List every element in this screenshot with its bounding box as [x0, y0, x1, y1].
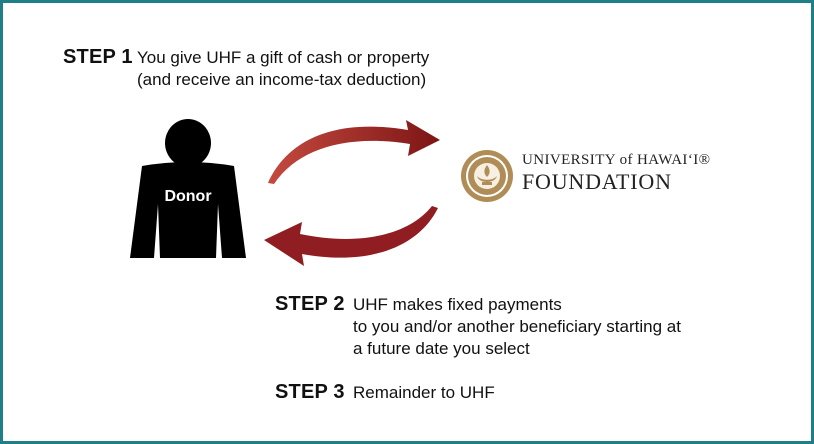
step-3-label: STEP 3	[275, 381, 345, 403]
step-2-text: UHF makes fixed payments to you and/or a…	[353, 294, 681, 360]
step-1-line-2: (and receive an income-tax deduction)	[137, 70, 427, 89]
cycle-arrows	[264, 120, 440, 266]
foundation-name-bottom: FOUNDATION	[522, 169, 672, 194]
university-seal-icon	[461, 150, 513, 202]
donor-label: Donor	[164, 188, 212, 205]
step-1-line-1: You give UHF a gift of cash or property	[137, 48, 430, 67]
step-2-label: STEP 2	[275, 293, 345, 315]
arrow-to-donor	[264, 206, 438, 266]
foundation-name-top: UNIVERSITY of HAWAI‘I®	[522, 152, 711, 168]
step-2-line-1: UHF makes fixed payments	[353, 295, 562, 314]
step-3-text: Remainder to UHF	[353, 382, 495, 404]
step-1-label: STEP 1	[63, 46, 133, 68]
foundation-name: UNIVERSITY of HAWAI‘I® FOUNDATION	[522, 151, 710, 195]
step-3-line-1: Remainder to UHF	[353, 383, 495, 402]
donor-figure-icon	[130, 119, 246, 258]
arrow-to-foundation	[268, 120, 440, 184]
step-2-line-3: a future date you select	[353, 339, 530, 358]
step-1-text: You give UHF a gift of cash or property …	[137, 47, 429, 91]
step-2-line-2: to you and/or another beneficiary starti…	[353, 317, 681, 336]
